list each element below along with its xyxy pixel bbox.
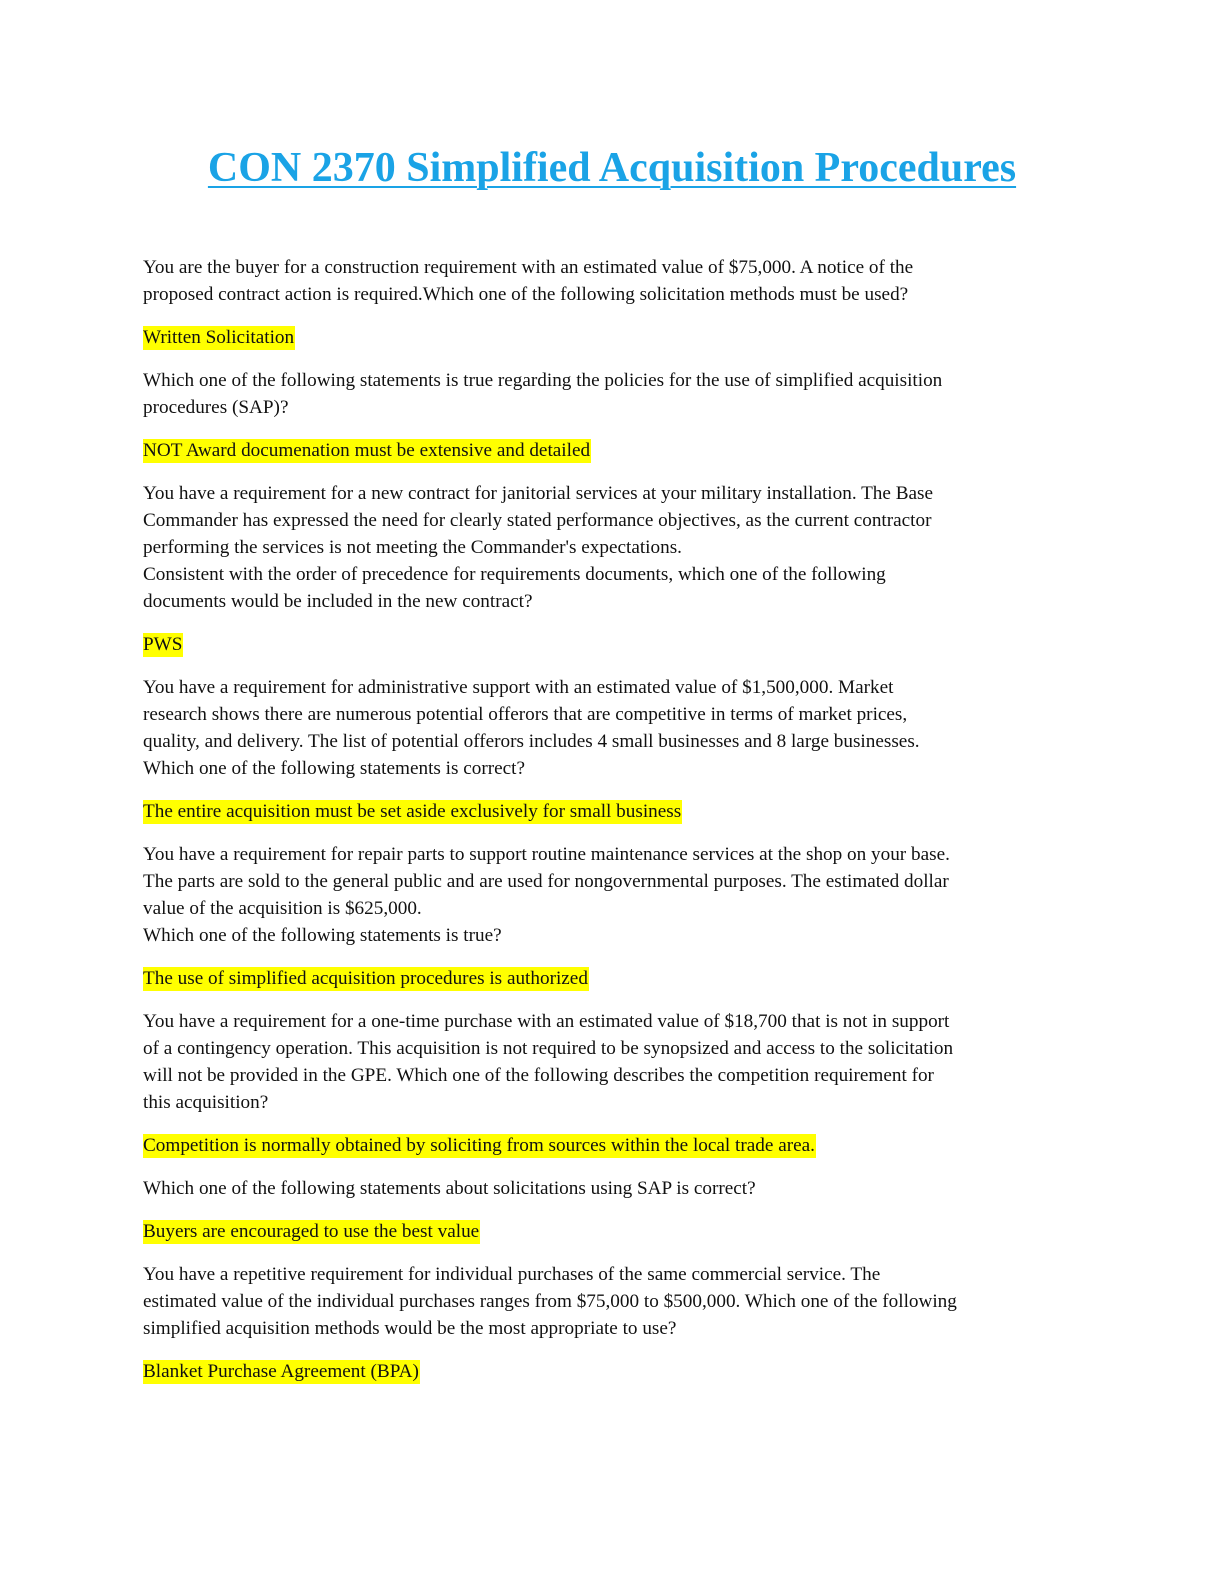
question-line: research shows there are numerous potent… [143,704,908,725]
question-line: documents would be included in the new c… [143,591,533,612]
question-line: You have a repetitive requirement for in… [143,1264,881,1285]
question-line: of a contingency operation. This acquisi… [143,1038,954,1059]
answer-8: Blanket Purchase Agreement (BPA) [143,1358,1083,1385]
question-line: simplified acquisition methods would be … [143,1318,677,1339]
question-line: performing the services is not meeting t… [143,537,682,558]
question-line: value of the acquisition is $625,000. [143,898,422,919]
qa-list: You are the buyer for a construction req… [143,254,1083,1401]
highlighted-answer: NOT Award documenation must be extensive… [143,439,592,463]
answer-4: The entire acquisition must be set aside… [143,798,1083,825]
question-line: Commander has expressed the need for cle… [143,510,932,531]
question-4: You have a requirement for administrativ… [143,674,1083,782]
question-line: will not be provided in the GPE. Which o… [143,1065,934,1086]
question-2: Which one of the following statements is… [143,367,1083,421]
question-1: You are the buyer for a construction req… [143,254,1083,308]
question-line: You are the buyer for a construction req… [143,257,914,278]
question-line: Which one of the following statements is… [143,925,502,946]
question-line: You have a requirement for a new contrac… [143,483,933,504]
highlighted-answer: Written Solicitation [143,326,296,350]
question-line: You have a requirement for administrativ… [143,677,894,698]
answer-2: NOT Award documenation must be extensive… [143,437,1083,464]
highlighted-answer: Buyers are encouraged to use the best va… [143,1220,481,1244]
question-line: You have a requirement for repair parts … [143,844,950,865]
question-line: Which one of the following statements is… [143,370,943,391]
question-3: You have a requirement for a new contrac… [143,480,1083,615]
answer-1: Written Solicitation [143,324,1083,351]
answer-3: PWS [143,631,1083,658]
question-8: You have a repetitive requirement for in… [143,1261,1083,1342]
page-title: CON 2370 Simplified Acquisition Procedur… [207,145,1017,191]
question-line: quality, and delivery. The list of poten… [143,731,920,752]
answer-7: Buyers are encouraged to use the best va… [143,1218,1083,1245]
highlighted-answer: The entire acquisition must be set aside… [143,800,683,824]
question-line: You have a requirement for a one-time pu… [143,1011,950,1032]
question-7: Which one of the following statements ab… [143,1175,1083,1202]
question-line: procedures (SAP)? [143,397,289,418]
answer-6: Competition is normally obtained by soli… [143,1132,1083,1159]
answer-5: The use of simplified acquisition proced… [143,965,1083,992]
question-line: The parts are sold to the general public… [143,871,949,892]
question-line: this acquisition? [143,1092,269,1113]
question-line: estimated value of the individual purcha… [143,1291,957,1312]
highlighted-answer: The use of simplified acquisition proced… [143,967,589,991]
highlighted-answer: PWS [143,633,184,657]
question-line: proposed contract action is required.Whi… [143,284,909,305]
question-line: Which one of the following statements is… [143,758,526,779]
question-line: Which one of the following statements ab… [143,1178,756,1199]
question-line: Consistent with the order of precedence … [143,564,886,585]
highlighted-answer: Blanket Purchase Agreement (BPA) [143,1360,420,1384]
question-5: You have a requirement for repair parts … [143,841,1083,949]
highlighted-answer: Competition is normally obtained by soli… [143,1134,816,1158]
question-6: You have a requirement for a one-time pu… [143,1008,1083,1116]
